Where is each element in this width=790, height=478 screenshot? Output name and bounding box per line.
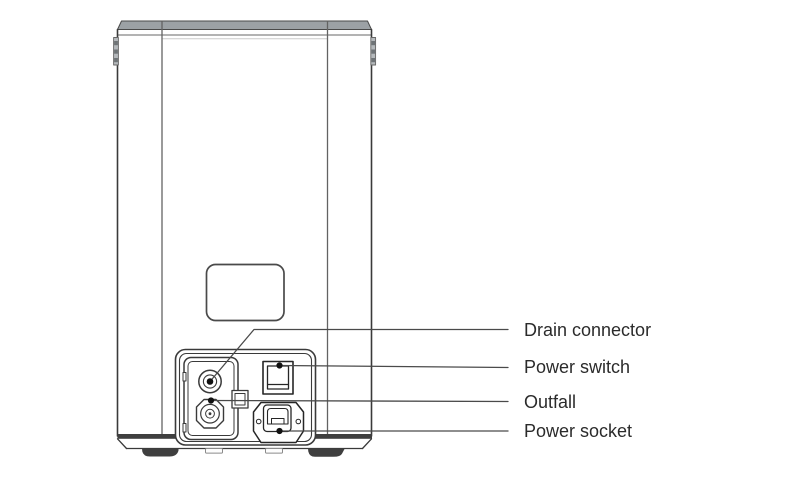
callout-label-power-socket: Power socket	[524, 421, 633, 441]
socket-screw-left	[255, 418, 262, 425]
outfall-fitting	[195, 398, 225, 429]
right-side-clip	[370, 37, 377, 66]
right-foot	[308, 448, 345, 457]
door-latch-tab	[231, 389, 249, 409]
power-socket	[252, 401, 305, 444]
left-foot	[142, 448, 179, 457]
dot-power-switch	[276, 362, 283, 369]
callout-dots	[206, 362, 283, 435]
door-hinge-bottom	[182, 423, 187, 433]
door-hinge-top	[182, 372, 187, 382]
bottom-tab-left	[205, 448, 223, 454]
dot-power-socket	[276, 427, 283, 435]
callout-label-power-switch: Power switch	[524, 357, 631, 377]
callout-leaders	[209, 328, 509, 432]
callout-label-drain-connector: Drain connector	[524, 320, 652, 340]
top-band	[117, 20, 372, 30]
leader-outfall	[210, 399, 509, 403]
dot-outfall	[207, 397, 215, 404]
callout-label-outfall: Outfall	[524, 392, 577, 412]
left-side-clip	[113, 37, 119, 66]
dot-drain-connector	[206, 378, 214, 385]
label-plate	[205, 263, 285, 322]
leader-drain-connector	[209, 328, 509, 383]
bottom-tab-right	[265, 448, 283, 454]
drain-connector-port	[198, 369, 222, 394]
socket-screw-right	[295, 418, 302, 425]
leader-power-switch	[278, 364, 509, 369]
